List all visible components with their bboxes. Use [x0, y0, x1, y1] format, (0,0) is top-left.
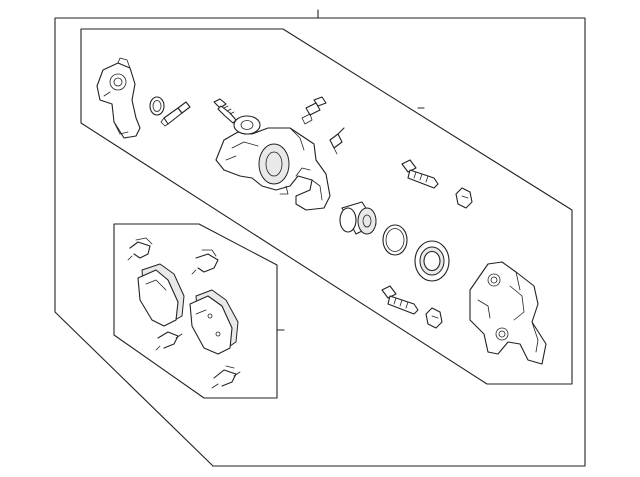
caliper-kit-panel: [80, 28, 573, 385]
dust-boot: [414, 240, 450, 282]
pad-kit-panel: [113, 223, 285, 399]
pad-clip-4: [211, 365, 241, 389]
mounting-bracket-left: [96, 57, 141, 139]
piston: [339, 201, 377, 235]
bolt-short: [213, 98, 237, 124]
caliper-bracket: [469, 261, 547, 365]
piston-seal: [382, 224, 408, 256]
pin-boot-upper: [455, 187, 473, 209]
pin-boot-lower: [425, 307, 443, 329]
dust-cap-connector: [301, 96, 327, 125]
caliper-housing: [215, 115, 331, 211]
outer-frame: [54, 9, 586, 467]
banjo-pin: [329, 127, 345, 155]
o-ring-small: [149, 96, 165, 116]
bleeder-screw: [160, 101, 191, 127]
brake-pad-outer: [137, 263, 185, 327]
pad-clip-1: [127, 237, 153, 261]
brake-pad-inner: [189, 289, 239, 355]
guide-pin-upper: [401, 159, 439, 189]
pad-clip-3: [155, 331, 183, 351]
pad-clip-2: [191, 249, 219, 275]
guide-pin-lower: [381, 285, 419, 315]
